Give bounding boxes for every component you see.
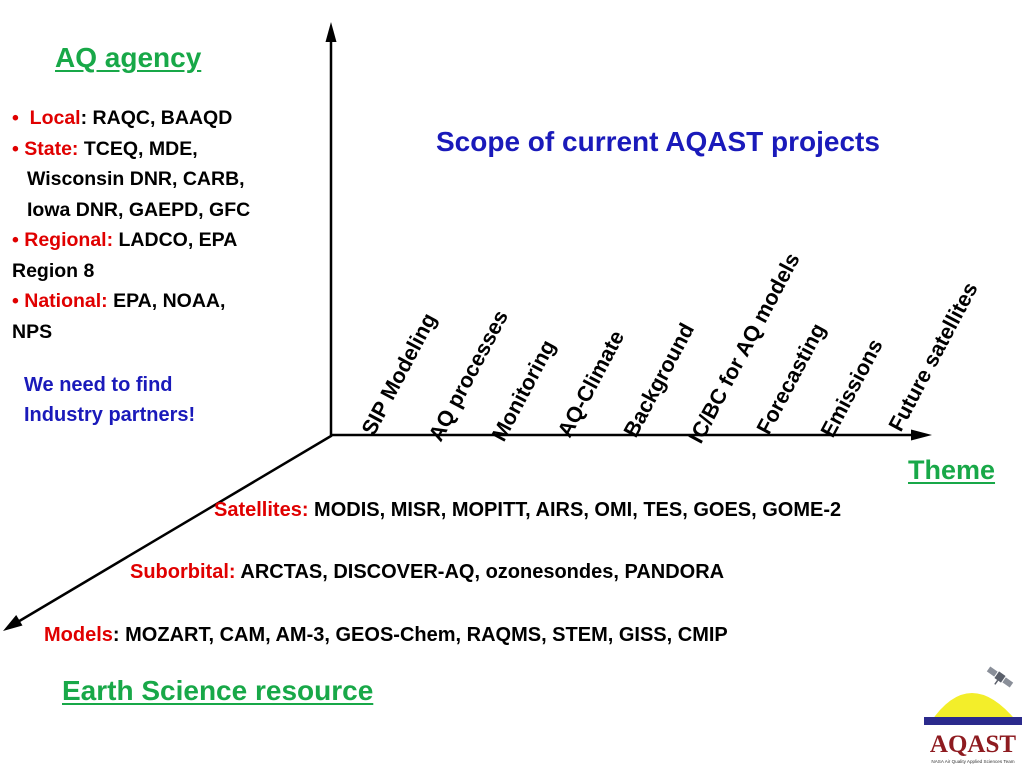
agency-value-local: RAQC, BAAQD bbox=[92, 107, 233, 129]
agency-label-regional: Regional: bbox=[24, 229, 114, 251]
resource-axis-label: Earth Science resource bbox=[62, 675, 374, 706]
logo-band bbox=[924, 717, 1022, 725]
bullet: • bbox=[12, 137, 19, 160]
resource-row-models: Models: MOZART, CAM, AM-3, GEOS-Chem, RA… bbox=[44, 624, 728, 647]
resource-label-suborbital: Suborbital: bbox=[130, 561, 236, 583]
resource-value-suborbital: ARCTAS, DISCOVER-AQ, ozonesondes, PANDOR… bbox=[240, 561, 725, 583]
agency-value-regional-cont: Region 8 bbox=[12, 259, 95, 282]
vertical-axis-agency bbox=[325, 22, 337, 437]
resource-label-models: Models bbox=[44, 624, 113, 646]
aq-agency-title: AQ agency bbox=[55, 42, 202, 73]
resource-value-satellites: MODIS, MISR, MOPITT, AIRS, OMI, TES, GOE… bbox=[314, 499, 842, 521]
theme-axis-label: Theme bbox=[908, 455, 996, 485]
agency-value-national: EPA, NOAA, bbox=[113, 290, 226, 312]
industry-note: We need to find Industry partners! bbox=[24, 370, 195, 430]
diagonal-axis-resource bbox=[3, 434, 332, 631]
agency-item-regional: • Regional: LADCO, EPA bbox=[12, 225, 250, 256]
bullet: • bbox=[12, 107, 19, 129]
agency-value-state: TCEQ, MDE, bbox=[83, 137, 198, 160]
agency-item-national: • National: EPA, NOAA, bbox=[12, 286, 250, 317]
agency-item-state: • State: TCEQ, MDE, bbox=[12, 134, 250, 165]
agency-item-local: • Local: RAQC, BAAQD bbox=[12, 103, 250, 134]
industry-note-line2: Industry partners! bbox=[24, 404, 196, 426]
industry-note-line1: We need to find bbox=[24, 374, 173, 396]
resource-row-satellites: Satellites: MODIS, MISR, MOPITT, AIRS, O… bbox=[214, 499, 841, 522]
resource-row-suborbital: Suborbital: ARCTAS, DISCOVER-AQ, ozoneso… bbox=[130, 561, 724, 584]
resource-value-models: MOZART, CAM, AM-3, GEOS-Chem, RAQMS, STE… bbox=[125, 624, 728, 646]
agency-value-regional: LADCO, EPA bbox=[118, 229, 238, 251]
agency-value-national-cont: NPS bbox=[12, 320, 53, 343]
agency-value-state-line2: Wisconsin DNR, CARB, bbox=[27, 168, 245, 190]
logo-tagline: NASA Air Quality Applied Sciences Team bbox=[931, 759, 1014, 764]
agency-label-national: National: bbox=[24, 290, 108, 312]
agency-value-state-line3: Iowa DNR, GAEPD, GFC bbox=[27, 198, 251, 221]
logo-name: AQAST bbox=[930, 731, 1016, 758]
aqast-logo: AQAST NASA Air Quality Applied Sciences … bbox=[924, 666, 1022, 764]
agency-sep-local: : bbox=[80, 107, 93, 129]
agency-label-state: State: bbox=[24, 137, 79, 160]
agency-label-local: Local bbox=[29, 107, 81, 129]
resource-sep-models: : bbox=[112, 624, 120, 646]
agency-list: • Local: RAQC, BAAQD • State: TCEQ, MDE,… bbox=[12, 103, 250, 347]
sun-shape bbox=[930, 693, 1018, 723]
bullet: • bbox=[12, 290, 19, 312]
bullet: • bbox=[12, 229, 19, 251]
satellite-icon bbox=[986, 666, 1014, 688]
horizontal-axis-theme bbox=[331, 429, 932, 441]
scope-title: Scope of current AQAST projects bbox=[436, 126, 880, 157]
resource-label-satellites: Satellites: bbox=[214, 499, 309, 521]
